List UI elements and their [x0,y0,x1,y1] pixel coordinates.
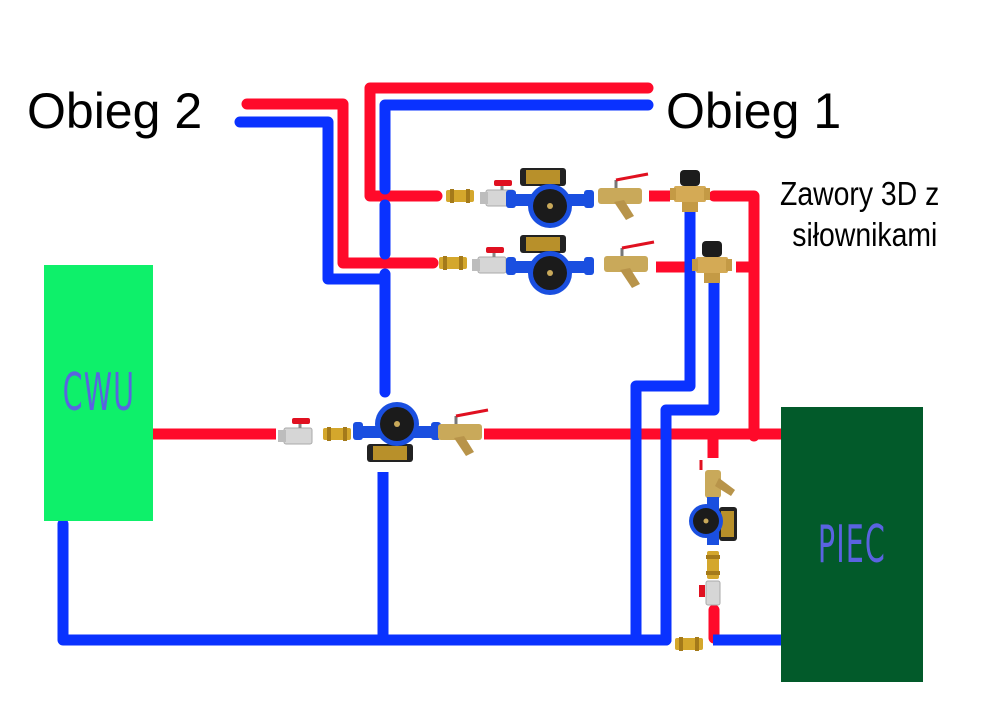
valves-note: Zawory 3D z siłownikami [780,173,939,256]
pump-cwu[interactable] [353,402,441,462]
supply-pipes [241,82,760,442]
pump-boiler[interactable] [689,497,737,545]
strainer-circuit-2[interactable] [602,240,656,290]
return-pipes [57,99,781,646]
ball-valve-boiler[interactable] [699,580,721,606]
coupling-cwu [323,427,351,441]
coupling-return [675,637,703,651]
circuit-1-valve-return [630,204,696,646]
3d-valve-circuit-1[interactable] [670,170,710,212]
circuit-1-valve-bypass [708,190,760,442]
ball-valve-cwu[interactable] [276,416,314,446]
cwu-tank: CWU [44,265,153,521]
valves-note-line-2: siłownikami [792,216,938,254]
circuit-1-label: Obieg 1 [666,83,842,139]
coupling-circuit-2 [439,256,467,270]
boiler-riser-fittings [675,460,737,651]
circuit-2-return-pipe [234,116,388,285]
coupling-circuit-1 [446,189,474,203]
coupling-boiler [706,551,720,579]
main-supply-line [153,428,781,644]
strainer-boiler[interactable] [699,460,735,498]
pump-circuit-1[interactable] [506,168,594,228]
boiler-tank: PIEC [781,407,923,682]
circuit-1-return-pipe [379,99,654,195]
boiler-label: PIEC [817,514,887,575]
cwu-label: CWU [62,363,135,423]
circuit-1-supply-pipe [364,82,654,202]
circuit-2-supply-pipe [241,98,439,269]
pump-circuit-2[interactable] [506,235,594,295]
circuit-2-valve-return [660,274,720,646]
circuit-1-fittings [446,168,710,228]
circuit-2-label: Obieg 2 [27,83,203,139]
cwu-return-pipe [57,518,672,646]
strainer-cwu[interactable] [436,408,490,458]
3d-valve-circuit-2[interactable] [692,241,732,283]
cwu-line-fittings [276,402,490,462]
ball-valve-circuit-2[interactable] [470,245,508,275]
strainer-circuit-1[interactable] [596,172,650,222]
valves-note-line-1: Zawory 3D z [780,175,940,212]
